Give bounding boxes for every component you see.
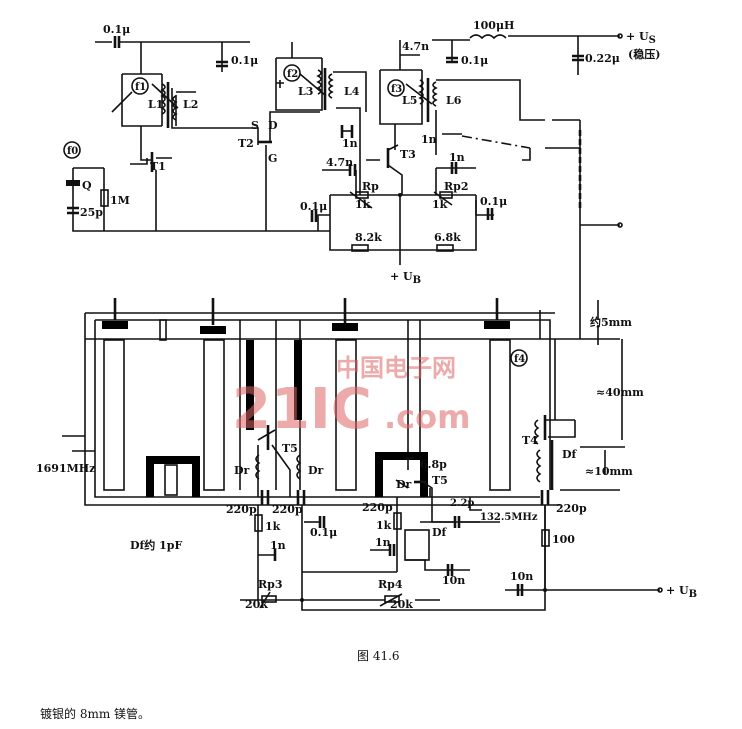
- label: 1n: [270, 539, 286, 552]
- label: Rp3: [258, 578, 283, 591]
- label: + UB: [390, 270, 421, 286]
- label: L6: [446, 94, 462, 107]
- label: 1n: [342, 137, 358, 150]
- label: L5: [402, 94, 417, 107]
- label: 1n: [375, 536, 391, 549]
- label: f0: [67, 146, 78, 157]
- figure-caption: 图 41.6: [357, 649, 400, 663]
- label: 1n: [421, 133, 437, 146]
- label: 100: [552, 533, 575, 546]
- coil-symbols: [111, 34, 507, 128]
- label: 220p: [272, 503, 303, 516]
- label: 220p: [226, 503, 257, 516]
- label: 100μH: [473, 19, 514, 32]
- label: Dr: [234, 464, 250, 477]
- watermark-logo: 21IC .com 中国电子网: [232, 354, 470, 442]
- label: L4: [344, 85, 360, 98]
- label: 1k: [376, 519, 392, 532]
- label: T3: [400, 148, 416, 161]
- svg-text:21IC: 21IC: [232, 377, 372, 442]
- f4-icon: [510, 349, 528, 367]
- label: 220p: [556, 502, 587, 515]
- label: ≈40mm: [596, 386, 644, 399]
- label: 1n: [449, 151, 465, 164]
- label: T5: [432, 474, 448, 487]
- label: ≈10mm: [585, 465, 633, 478]
- label: 1k: [432, 198, 448, 211]
- label: 25p: [80, 206, 103, 219]
- output-frequency: 132.5MHz: [480, 512, 538, 523]
- label: 1M: [110, 194, 130, 207]
- label: Rp: [362, 180, 379, 193]
- label: 0.1μ: [310, 526, 337, 539]
- resonator-structure: [62, 290, 620, 506]
- label: 4.7n: [326, 156, 353, 169]
- label: 10n: [442, 574, 465, 587]
- label: 2.2p: [450, 498, 474, 509]
- label: 20k: [245, 598, 268, 611]
- label: 8.2k: [355, 231, 382, 244]
- svg-text:中国电子网: 中国电子网: [336, 354, 456, 382]
- top-circuit-wires: [66, 33, 623, 290]
- svg-text:.com: .com: [384, 398, 470, 436]
- label: Df: [432, 526, 448, 539]
- bottom-labels: 约5mm ≈40mm ≈10mm f4 T4 T5 T5 Dr Dr Dr Df…: [36, 315, 697, 611]
- label: 10n: [510, 570, 533, 583]
- label: Q: [82, 179, 92, 192]
- bottom-circuit-wires: [240, 300, 663, 611]
- label: G: [268, 152, 277, 165]
- df-note: Df约 1pF: [130, 538, 182, 552]
- label: 220p: [362, 501, 393, 514]
- label: L2: [183, 98, 198, 111]
- label: Dr: [396, 478, 412, 491]
- label: + UB: [666, 584, 697, 600]
- label: T2: [238, 137, 254, 150]
- label: 6.8k: [434, 231, 461, 244]
- label: T1: [150, 160, 166, 173]
- label: L1: [148, 98, 163, 111]
- label: f1: [135, 82, 146, 93]
- label: 0.1μ: [480, 195, 507, 208]
- f2-icon: [283, 64, 301, 82]
- top-labels: 0.1μ 0.1μ f0 f1 f2 f3 L1 L2 L3 L4 L5 L6 …: [67, 19, 660, 286]
- label: 0.1μ: [300, 200, 327, 213]
- label: Rp2: [444, 180, 469, 193]
- label: Df: [562, 448, 578, 461]
- label: f3: [391, 84, 402, 95]
- input-frequency: 1691MHz: [36, 462, 95, 475]
- label: 1k: [265, 520, 281, 533]
- label: + US: [626, 30, 656, 46]
- body-text: 镀银的 8mm 镁管。: [40, 706, 150, 721]
- label: 0.1μ: [103, 23, 130, 36]
- label: 4.7n: [402, 40, 429, 53]
- label: 0.1μ: [231, 54, 258, 67]
- f0-icon: [63, 141, 81, 159]
- frequency-markers: [63, 64, 528, 367]
- label: 1k: [355, 198, 371, 211]
- label: Rp4: [378, 578, 403, 591]
- label: T4: [522, 434, 538, 447]
- label: 20k: [390, 598, 413, 611]
- label: S: [251, 119, 259, 132]
- label: Dr: [308, 464, 324, 477]
- label: 0.1μ: [461, 54, 488, 67]
- label: D: [268, 119, 278, 132]
- f3-icon: [387, 79, 405, 97]
- label: (稳压): [628, 47, 660, 61]
- label: f4: [514, 354, 525, 365]
- label: L3: [298, 85, 313, 98]
- label: T5: [282, 442, 298, 455]
- f1-icon: [131, 77, 149, 95]
- label: 0.22μ: [585, 52, 620, 65]
- label: 约5mm: [590, 315, 632, 329]
- label: 6.8p: [420, 458, 447, 471]
- label: f2: [287, 69, 298, 80]
